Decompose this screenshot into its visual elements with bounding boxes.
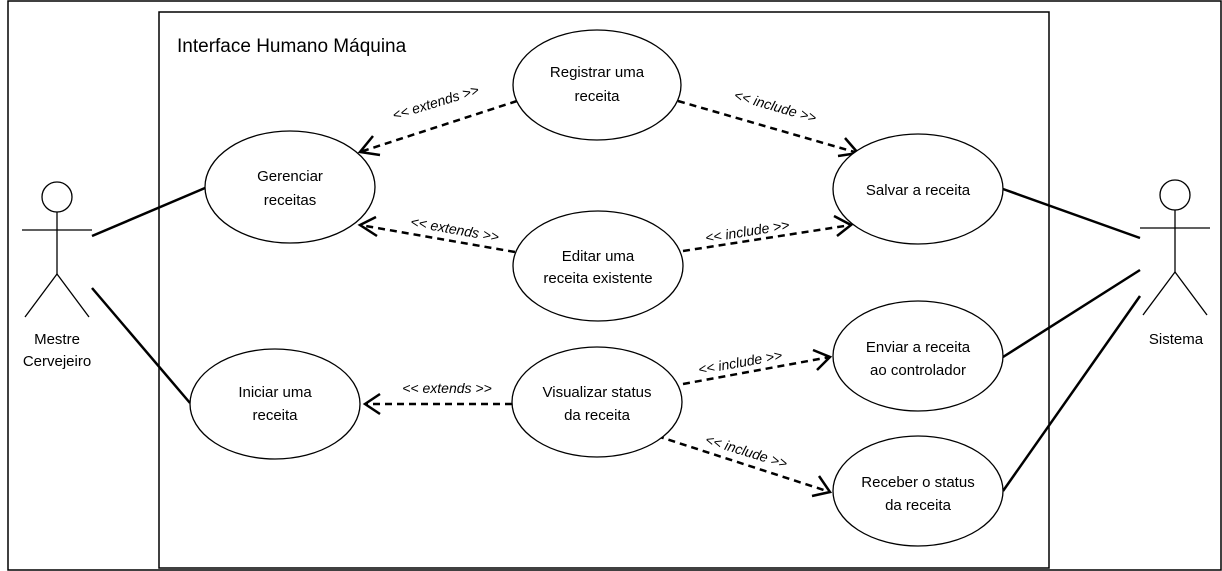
use-case-ellipse [832,435,1004,547]
relationship-editar-gerenciar [359,223,516,254]
use-case-label-line-1: Visualizar status [543,384,652,401]
actor-label: Sistema [1149,331,1204,348]
use-case-ellipse [832,133,1004,245]
actor-sistema[interactable]: Sistema [1140,179,1210,348]
outer-frame [7,0,1222,571]
use-case-label-line-2: receita [574,88,620,105]
arrowhead-gerenciar-bottom [357,215,378,238]
use-case-ellipse [511,346,683,458]
use-case-ellipse [512,29,682,141]
arrowhead-salvar-bottom [833,214,854,237]
use-case-ellipse [189,348,361,460]
use-case-editar[interactable]: Editar uma receita existente [512,210,684,322]
arrowhead-enviar [812,348,833,371]
actor-head [1159,179,1191,211]
use-case-label-line-1: Registrar uma [550,64,645,81]
arrowhead-receber [811,475,833,498]
use-case-label-line-1: Iniciar uma [238,384,312,401]
use-case-label-line-1: Editar uma [562,248,635,265]
arrowhead-gerenciar-top [357,135,381,157]
relationship-visualizar-enviar [682,355,831,386]
use-case-label: Salvar a receita [866,182,971,199]
actor-right-leg [56,273,90,318]
use-case-gerenciar[interactable]: Gerenciar receitas [204,130,376,244]
use-case-label-line-2: receita existente [543,270,652,287]
actor-right-leg [1174,271,1208,316]
use-case-registrar[interactable]: Registrar uma receita [512,29,682,141]
relationship-visualizar-receber [656,434,831,494]
relationship-registrar-salvar [677,99,859,155]
use-case-label-line-2: receitas [264,192,317,209]
use-case-ellipse [832,300,1004,412]
associations [91,186,1142,492]
actor-label-line-2: Cervejeiro [23,353,91,370]
use-case-label-line-2: da receita [564,407,631,424]
actor-left-leg [1142,271,1176,316]
use-case-enviar[interactable]: Enviar a receita ao controlador [832,300,1004,412]
actor-label-line-1: Mestre [34,331,80,348]
actor-left-leg [24,273,58,318]
use-case-label-line-2: da receita [885,497,952,514]
relationship-registrar-gerenciar [359,99,518,154]
association-sistema-salvar [1002,187,1141,240]
use-case-label-line-1: Receber o status [861,474,974,491]
association-sistema-enviar [1002,268,1141,359]
actor-head [41,181,73,213]
relationship-label-r5: << extends >> [402,380,492,396]
use-case-ellipse [204,130,376,244]
relationships [359,99,859,494]
arrowhead-iniciar [362,392,381,416]
relationship-editar-salvar [682,223,852,253]
use-case-label-line-1: Enviar a receita [866,339,971,356]
use-case-salvar[interactable]: Salvar a receita [832,133,1004,245]
association-mestre-gerenciar [91,186,206,238]
association-sistema-receber [1001,295,1142,492]
use-case-label-line-1: Gerenciar [257,168,323,185]
use-case-visualizar[interactable]: Visualizar status da receita [511,346,683,458]
actor-mestre[interactable]: Mestre Cervejeiro [22,181,92,370]
use-case-receber[interactable]: Receber o status da receita [832,435,1004,547]
use-case-iniciar[interactable]: Iniciar uma receita [189,348,361,460]
use-case-label-line-2: receita [252,407,298,424]
use-case-label-line-2: ao controlador [870,362,966,379]
association-mestre-iniciar [91,287,191,404]
system-boundary-title: Interface Humano Máquina [177,36,407,57]
use-case-ellipse [512,210,684,322]
